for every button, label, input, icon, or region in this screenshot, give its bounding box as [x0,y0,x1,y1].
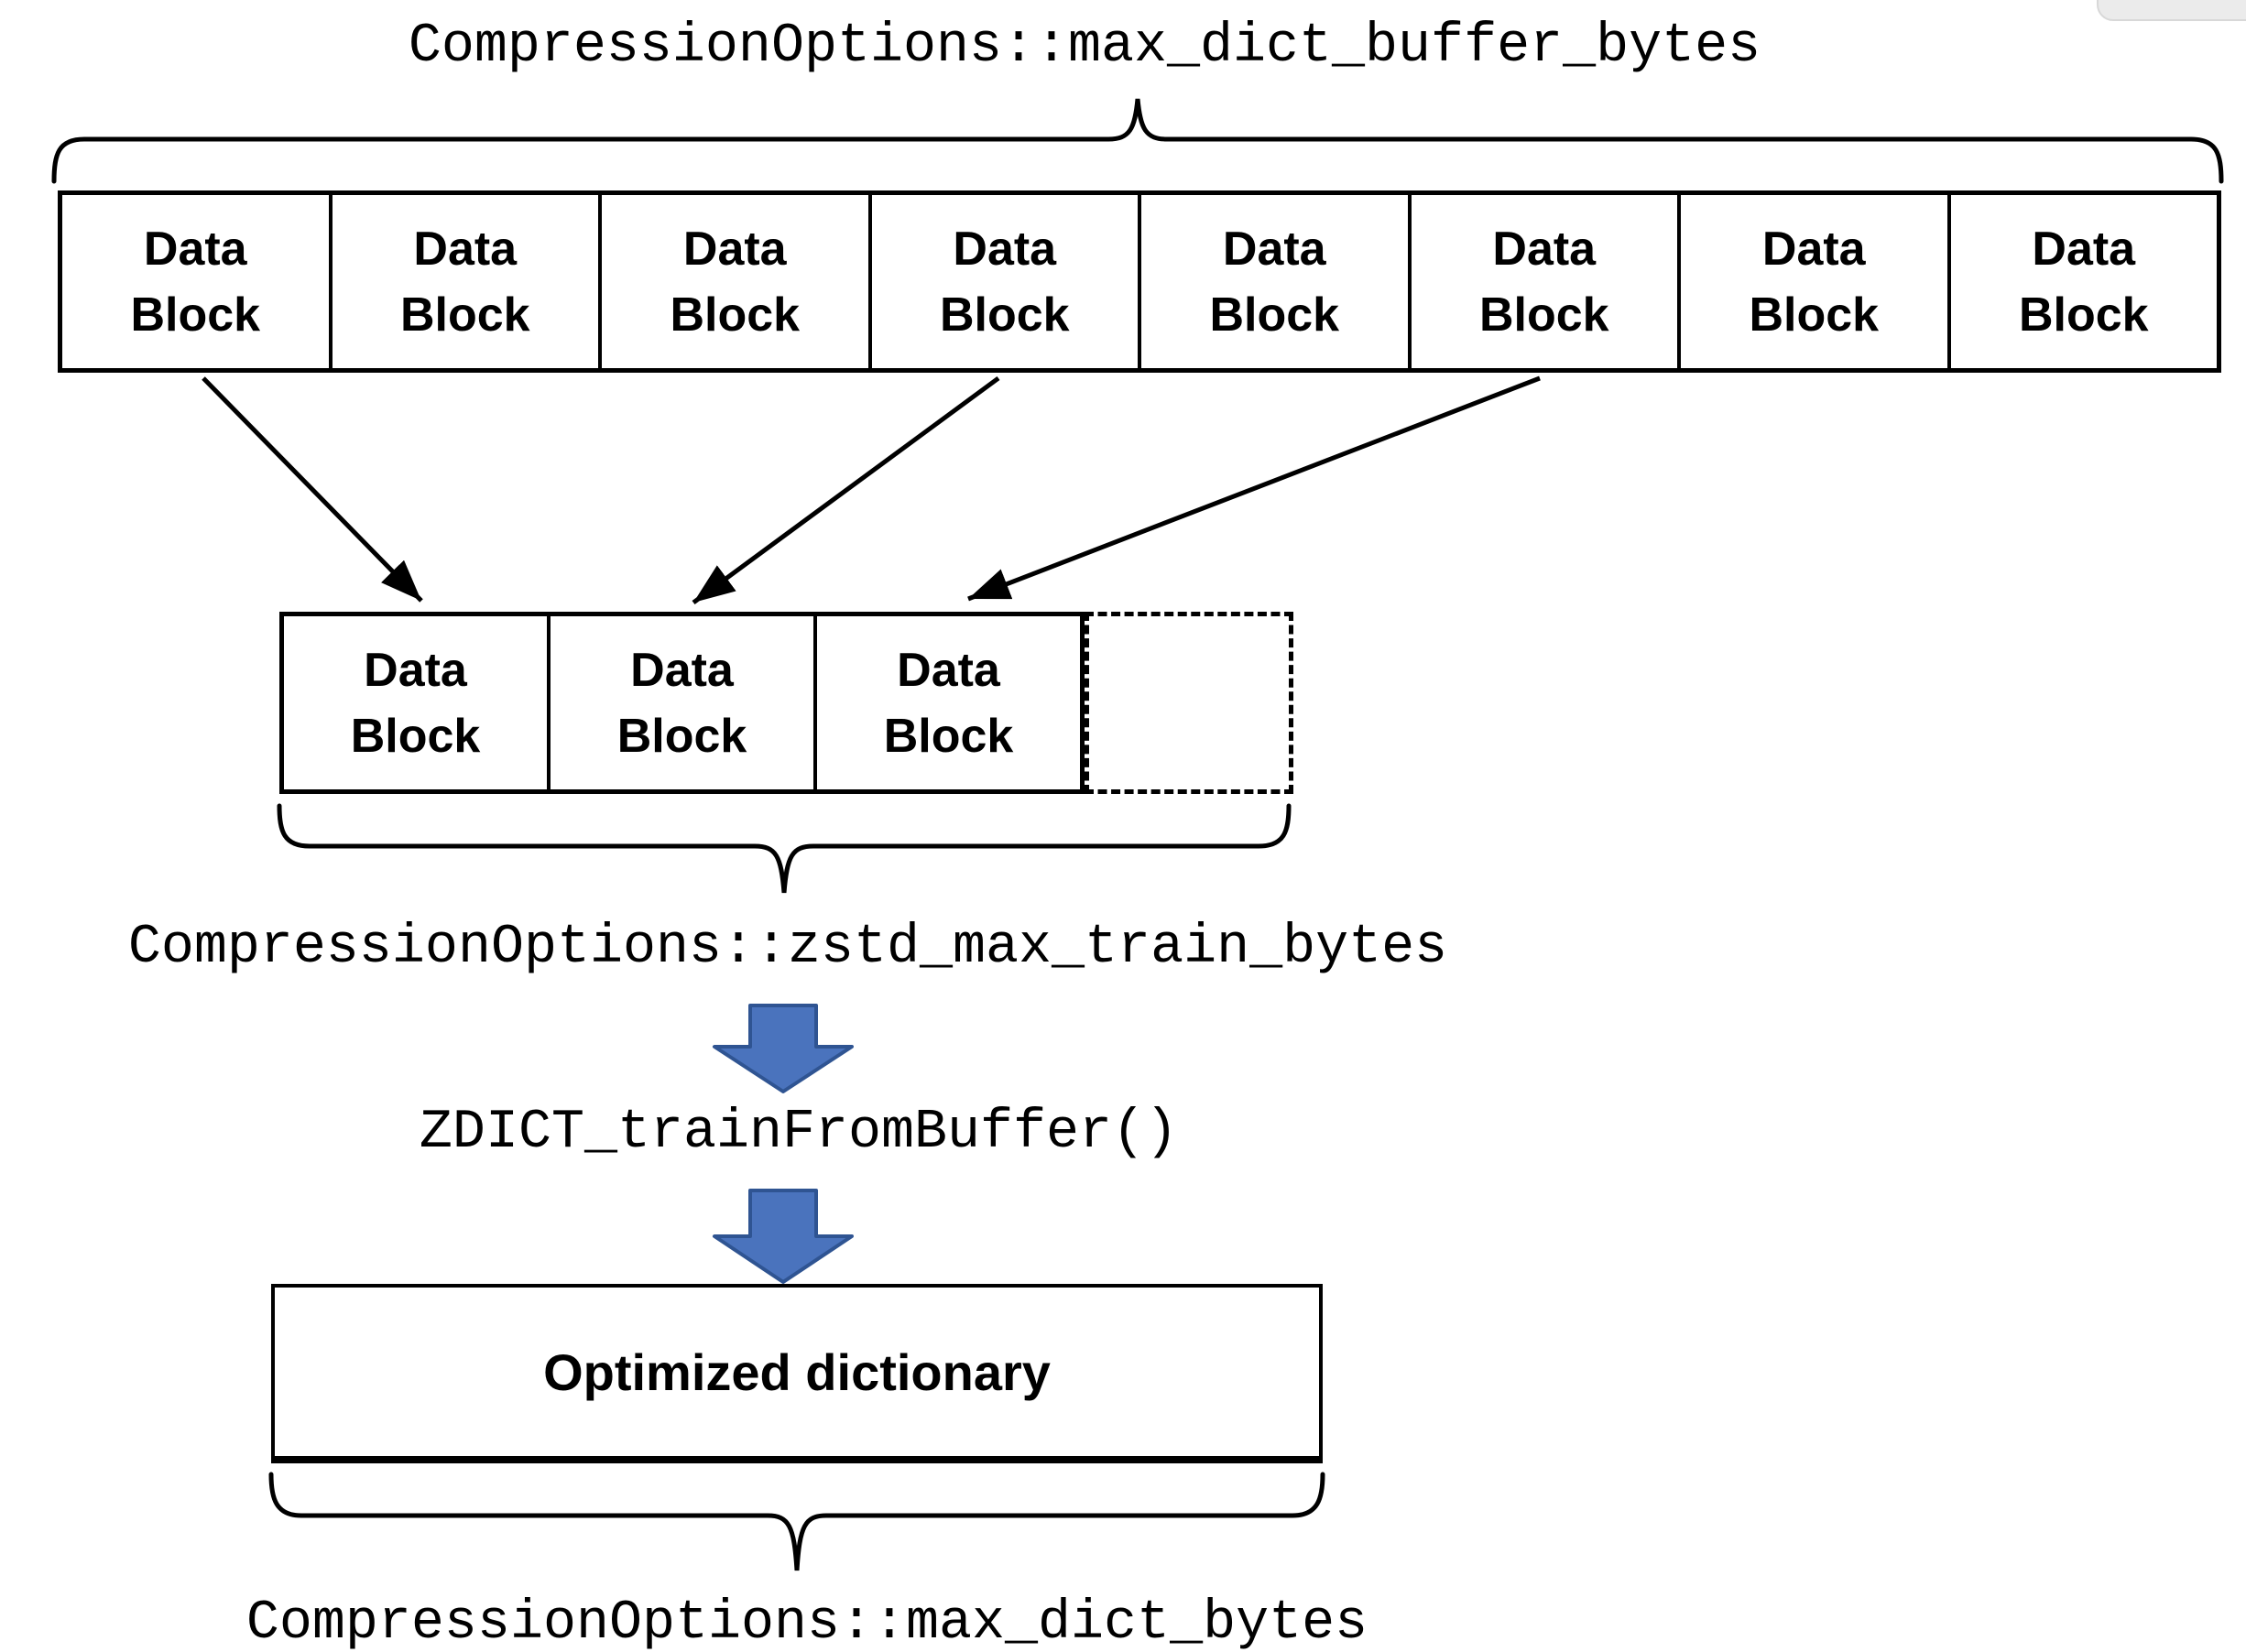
data-block-label-line1: Data [143,222,247,276]
buffer-row: Data Block Data Block Data Block Data Bl… [58,190,2221,373]
data-block-label-line2: Block [1478,288,1609,342]
data-block-label-line1: Data [682,222,787,276]
data-block: Data Block [598,195,868,368]
data-block-label-line1: Data [413,222,518,276]
data-block-label-line2: Block [939,288,1070,342]
down-arrow-icon [713,1189,854,1284]
data-block-label-line1: Data [630,643,734,697]
data-block-label-line1: Data [897,643,1000,697]
sample-arrow-1 [202,376,423,603]
data-block-label-line2: Block [2018,288,2149,342]
data-block: Data Block [62,195,329,368]
data-block-label-line1: Data [953,222,1057,276]
data-block: Data Block [1946,195,2217,368]
zstd-max-train-bytes-label: CompressionOptions::zstd_max_train_bytes [127,917,1448,979]
data-block-label-line1: Data [1492,222,1597,276]
data-block-label-line2: Block [670,288,801,342]
browser-ui-corner-chip [2097,0,2246,21]
sample-arrow-2 [692,375,1000,605]
optimized-dictionary-box: Optimized dictionary [271,1284,1323,1463]
data-block-label-line2: Block [616,709,747,763]
data-block-label-line1: Data [364,643,467,697]
data-block-label-line2: Block [350,709,481,763]
zstd-max-train-brace [277,803,1292,894]
max-dict-bytes-brace [268,1472,1325,1571]
optimized-dictionary-label: Optimized dictionary [543,1342,1051,1401]
data-block: Data Block [1407,195,1677,368]
data-block: Data Block [867,195,1138,368]
data-block-label-line2: Block [399,288,530,342]
data-block: Data Block [1138,195,1408,368]
data-block: Data Block [813,616,1080,789]
zdict-train-from-buffer-label: ZDICT_trainFromBuffer() [419,1102,1179,1164]
max-dict-bytes-label: CompressionOptions::max_dict_bytes [245,1592,1368,1652]
max-dict-buffer-bytes-label: CompressionOptions::max_dict_buffer_byte… [408,16,1761,78]
train-row: Data Block Data Block Data Block [279,612,1085,794]
data-block: Data Block [547,616,813,789]
data-block-label-line2: Block [130,288,261,342]
data-block-label-line2: Block [1209,288,1340,342]
data-block-label-line1: Data [1761,222,1866,276]
data-block: Data Block [1677,195,1947,368]
max-dict-buffer-brace [51,98,2224,184]
down-arrow-icon [713,1004,854,1093]
data-block-label-line1: Data [2032,222,2136,276]
data-block: Data Block [328,195,598,368]
data-block-label-line2: Block [883,709,1014,763]
data-block-label-line2: Block [1749,288,1880,342]
data-block-label-line1: Data [1222,222,1326,276]
data-block: Data Block [284,616,547,789]
sample-arrow-3 [967,375,1541,602]
empty-dashed-slot [1085,612,1293,794]
